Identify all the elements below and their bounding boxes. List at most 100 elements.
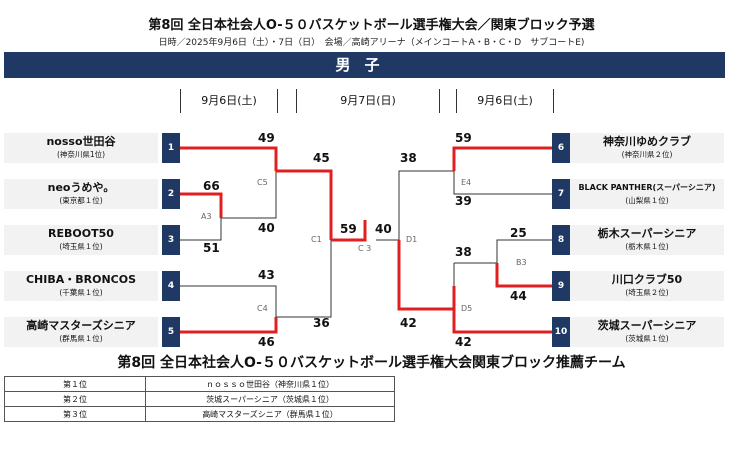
recommended-title: 第8回 全日本社会人O-５０バスケットボール選手権大会関東ブロック推薦チーム [117,355,626,371]
table-row: 第１位 ｎｏｓｓｏ世田谷（神奈川県１位） [4,376,395,392]
team-pref: (山梨県１位) [625,196,669,205]
score-c1-top: 45 [313,151,330,165]
team-7[interactable]: BLACK PANTHER(スーパーシニア) (山梨県１位) [570,179,724,209]
score-e4-bottom: 39 [455,194,472,208]
game-label-c4: C4 [257,304,268,313]
table-row: 第３位 高崎マスターズシニア（群馬県１位） [4,406,395,422]
team-cell: 茨城スーパーシニア（茨城県１位） [145,391,395,407]
team-pref: (千葉県１位) [59,288,103,297]
game-label-c5: C5 [257,178,268,187]
recommended-table: 第１位 ｎｏｓｓｏ世田谷（神奈川県１位） 第２位 茨城スーパーシニア（茨城県１位… [4,376,395,422]
seed-badge: 7 [552,179,570,209]
team-6[interactable]: 神奈川ゆめクラブ (神奈川県２位) [570,133,724,163]
rank-cell: 第３位 [4,406,146,422]
win-line-team9 [495,263,552,288]
team-4[interactable]: CHIBA・BRONCOS (千葉県１位) [4,271,158,301]
win-line-team1 [180,146,278,171]
line-c1-bottom [276,240,332,318]
team-name: BLACK PANTHER(スーパーシニア) [578,183,716,192]
team-name: neoうめや。 [47,181,115,194]
game-label-d5: D5 [461,304,473,313]
game-label-c3: C 3 [358,244,372,253]
date-center: 9月7日(日) [296,89,440,113]
line-d1-top [398,170,454,240]
team-pref: (東京都１位) [59,196,103,205]
line-b3-top [496,239,552,263]
score-c5-bottom: 40 [258,221,275,235]
table-row: 第２位 茨城スーパーシニア（茨城県１位） [4,391,395,407]
team-3[interactable]: REBOOT50 (埼玉県１位) [4,225,158,255]
score-c4-top: 43 [258,268,275,282]
team-8[interactable]: 栃木スーパーシニア (栃木県１位) [570,225,724,255]
seed-badge: 10 [552,317,570,347]
score-a3-top: 66 [203,179,220,193]
win-line-d5 [397,240,454,311]
team-1[interactable]: nosso世田谷 (神奈川県1位) [4,133,158,163]
team-10[interactable]: 茨城スーパーシニア (茨城県１位) [570,317,724,347]
team-2[interactable]: neoうめや。 (東京都１位) [4,179,158,209]
score-d1-top: 38 [400,151,417,165]
score-d5-top: 38 [455,245,472,259]
team-5[interactable]: 高崎マスターズシニア (群馬県１位) [4,317,158,347]
win-line-c5 [276,169,333,240]
team-cell: 高崎マスターズシニア（群馬県１位） [145,406,395,422]
seed-badge: 8 [552,225,570,255]
game-label-c1: C1 [311,235,322,244]
team-9[interactable]: 川口クラブ50 (埼玉県２位) [570,271,724,301]
team-pref: (栃木県１位) [625,242,669,251]
game-label-a3: A3 [201,212,212,221]
team-name: CHIBA・BRONCOS [25,273,137,286]
line-c4-top [180,285,277,317]
game-label-e4: E4 [461,178,472,187]
team-pref: (神奈川県２位) [621,150,673,159]
seed-badge: 9 [552,271,570,301]
division-header: 男子 [4,52,725,78]
rank-cell: 第１位 [4,376,146,392]
seed-badge: 1 [162,133,180,163]
seed-badge: 3 [162,225,180,255]
seed-badge: 6 [552,133,570,163]
team-name: 高崎マスターズシニア [26,319,136,332]
line-a3-bottom [180,218,222,241]
win-line-team6 [452,146,552,171]
team-name: 川口クラブ50 [611,273,683,286]
line-c5-bottom [221,171,277,219]
score-c5-top: 49 [258,131,275,145]
score-e4-top: 59 [455,131,472,145]
seed-badge: 5 [162,317,180,347]
line-e4-bottom [453,171,552,195]
score-b3-bottom: 44 [510,289,527,303]
score-final-left: 59 [340,222,357,236]
score-a3-bottom: 51 [203,241,220,255]
win-line-c1 [331,220,367,242]
score-d5-bottom: 42 [455,335,472,349]
rank-cell: 第２位 [4,391,146,407]
team-pref: (埼玉県１位) [59,242,103,251]
team-name: nosso世田谷 [46,135,116,148]
date-left: 9月6日(土) [180,89,278,113]
seed-badge: 4 [162,271,180,301]
team-cell: ｎｏｓｓｏ世田谷（神奈川県１位） [145,376,395,392]
team-pref: (埼玉県２位) [625,288,669,297]
team-name: 栃木スーパーシニア [597,227,697,240]
game-label-b3: B3 [516,258,527,267]
game-label-d1: D1 [406,235,418,244]
score-c4-bottom: 46 [258,335,275,349]
team-pref: (群馬県１位) [59,334,103,343]
score-b3-top: 25 [510,226,527,240]
team-pref: (茨城県１位) [625,334,669,343]
tournament-subtitle: 日時／2025年9月6日（土）・7日（日） 会場／高崎アリーナ（メインコートA・… [158,38,585,48]
win-line-team5 [180,317,278,334]
team-name: 神奈川ゆめクラブ [603,135,691,148]
team-name: REBOOT50 [48,227,114,240]
score-c1-bottom: 36 [313,316,330,330]
seed-badge: 2 [162,179,180,209]
date-right: 9月6日(土) [456,89,554,113]
win-line-team10 [452,286,552,334]
win-line-team2 [180,192,223,218]
team-name: 茨城スーパーシニア [597,319,697,332]
tournament-title: 第8回 全日本社会人O-５０バスケットボール選手権大会／関東ブロック予選 [148,18,595,33]
team-pref: (神奈川県1位) [56,150,106,159]
score-final-right: 40 [375,222,392,236]
